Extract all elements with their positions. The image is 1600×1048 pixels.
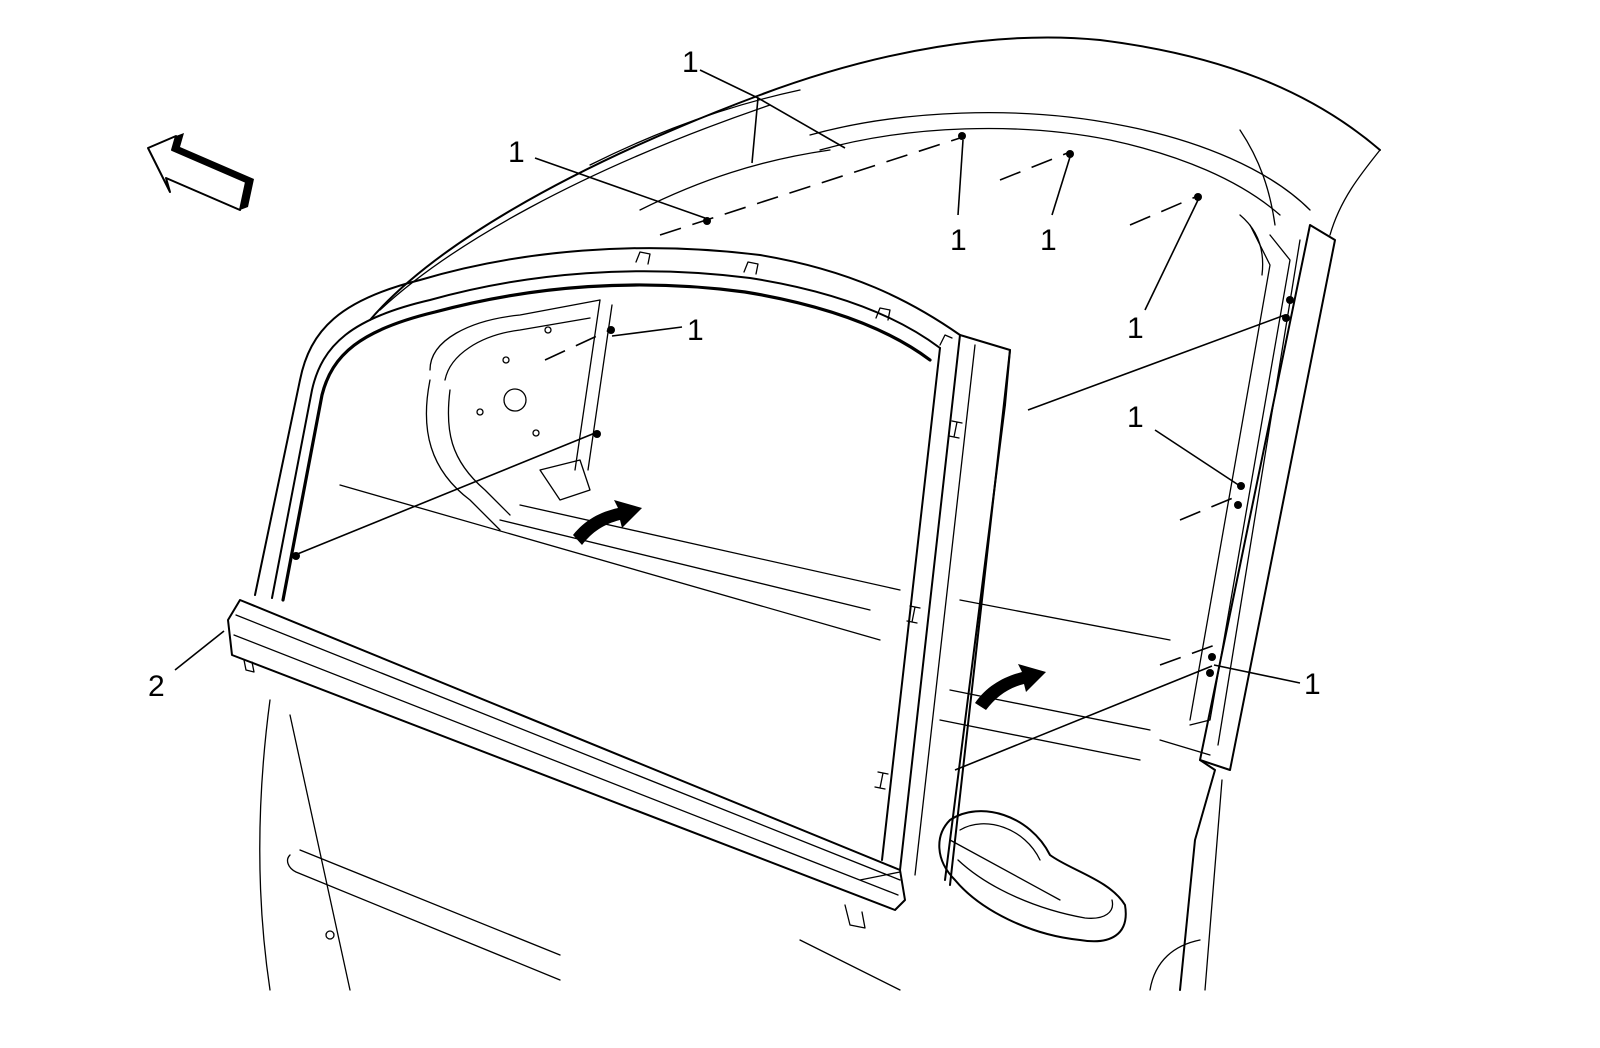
callout-label: 1 [1127, 312, 1144, 345]
body-roof-outline [369, 36, 1381, 321]
callout-label: 1 [1127, 401, 1144, 434]
callout-label: 1 [508, 136, 525, 169]
fasteners [292, 132, 1294, 677]
callout-label: 1 [682, 46, 699, 79]
inner-door-panel [339, 299, 1171, 761]
door-handle [938, 810, 1127, 943]
callout-label: 1 [687, 314, 704, 347]
body-door-opening [1149, 214, 1336, 991]
callout-label: 1 [1304, 668, 1321, 701]
callout-label: 1 [950, 224, 967, 257]
callout-leaders [174, 69, 1301, 684]
forward-arrow-icon [147, 133, 254, 211]
callout-label: 1 [1040, 224, 1057, 257]
window-frame-trim [254, 247, 1011, 886]
belt-molding [227, 599, 906, 929]
callout-label: 2 [148, 670, 165, 703]
curved-arrow-icon [975, 664, 1046, 710]
curved-arrow-icon [573, 500, 642, 545]
fastener-alignment-lines [294, 137, 1286, 771]
callout-labels: 1 1 1 1 1 1 1 1 2 [148, 46, 1321, 703]
lower-door-panel [259, 699, 901, 991]
